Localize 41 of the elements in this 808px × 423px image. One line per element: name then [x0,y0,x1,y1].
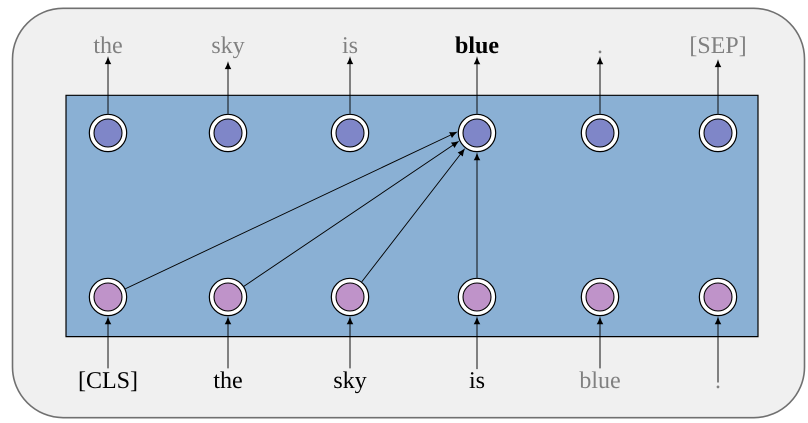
arrow [597,58,603,114]
output-unit [88,114,128,152]
arrow [225,318,231,369]
output-word: the [94,36,122,54]
arrow [597,318,603,369]
arrow [105,318,111,369]
input-unit [88,278,128,316]
output-unit [580,114,620,152]
input-word: is [470,372,484,388]
input-word: blue [579,371,620,388]
output-word: [SEP] [691,36,745,56]
arrow [474,318,480,370]
output-unit [458,114,496,152]
output-unit [208,114,248,152]
output-word: is [342,37,358,54]
arrow [105,57,111,114]
layer-box [65,94,759,338]
arrow [474,58,480,114]
output-word: sky [212,36,245,58]
output-unit [698,114,738,152]
arrow [124,132,457,290]
input-unit [698,278,738,316]
input-word: sky [334,371,367,394]
output-word: . [598,50,602,54]
arrow [361,149,465,282]
input-unit [580,278,620,316]
arrow [225,62,231,114]
arrow [474,154,480,278]
input-unit [458,278,496,316]
output-word: blue [455,36,498,54]
input-unit [330,278,370,316]
arrow [347,318,353,369]
arrow [715,60,721,114]
input-word: . [716,386,720,388]
input-unit [208,278,248,316]
input-word: the [214,371,242,388]
input-word: [CLS] [80,371,136,392]
arrow [347,57,353,114]
arrow [244,141,458,287]
output-unit [330,114,370,152]
arrow [715,318,721,384]
